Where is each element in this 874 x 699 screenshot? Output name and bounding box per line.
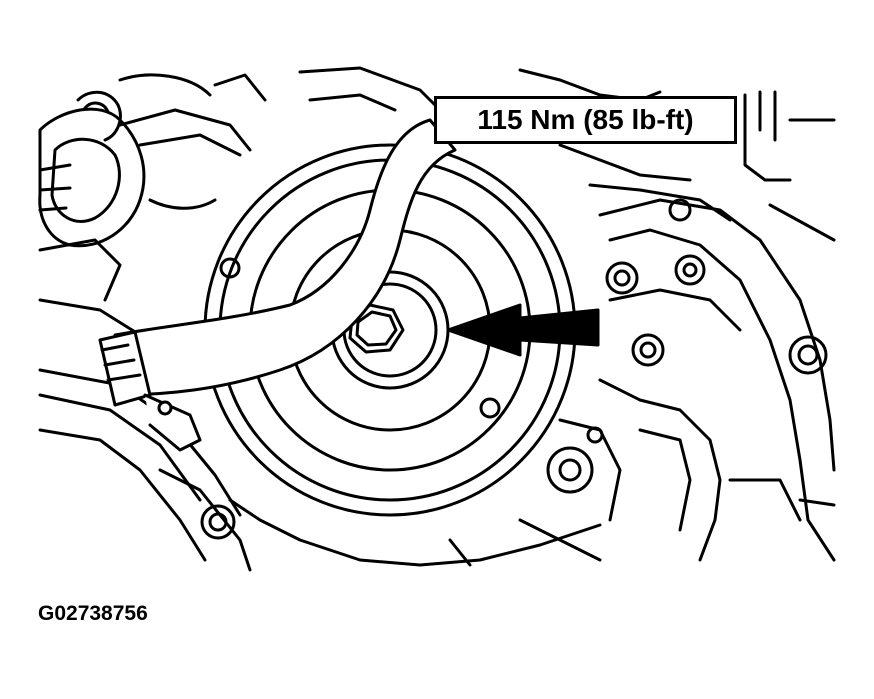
right-bracket: [598, 198, 836, 562]
figure-id: G02738756: [38, 602, 148, 625]
engine-pulley-illustration: [38, 66, 836, 572]
crankshaft-bolt: [348, 303, 405, 354]
holding-tool: [98, 118, 457, 452]
lower-engine-components: [158, 378, 802, 572]
arrow-icon: [446, 303, 600, 357]
torque-spec-callout: 115 Nm (85 lb-ft): [434, 96, 737, 144]
